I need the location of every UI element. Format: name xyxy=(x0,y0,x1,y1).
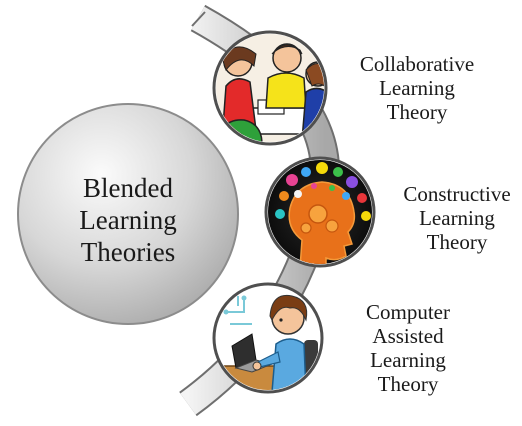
center-title-line: Learning xyxy=(79,205,177,235)
collaborative-group-icon xyxy=(212,30,328,146)
label-line: Learning xyxy=(419,206,495,230)
label-computer-assisted-learning-theory: Computer Assisted Learning Theory xyxy=(348,300,468,396)
label-line: Collaborative xyxy=(359,52,475,76)
label-line: Constructive xyxy=(403,182,511,206)
label-line: Learning xyxy=(379,76,455,100)
label-line: Theory xyxy=(377,372,439,396)
child-computer-icon xyxy=(212,282,324,394)
label-line: Theory xyxy=(426,230,488,254)
center-title-line: Theories xyxy=(80,237,176,267)
label-line: Computer xyxy=(366,300,450,324)
label-collaborative-learning-theory: Collaborative Learning Theory xyxy=(342,52,492,124)
label-line: Theory xyxy=(386,100,448,124)
center-circle xyxy=(17,103,239,325)
label-line: Learning xyxy=(370,348,446,372)
center-title-line: Blended xyxy=(83,173,173,203)
center-title: Blended Learning Theories xyxy=(38,172,218,268)
label-line: Assisted xyxy=(372,324,444,348)
label-constructive-learning-theory: Constructive Learning Theory xyxy=(392,182,522,254)
brain-head-icon xyxy=(264,156,376,268)
